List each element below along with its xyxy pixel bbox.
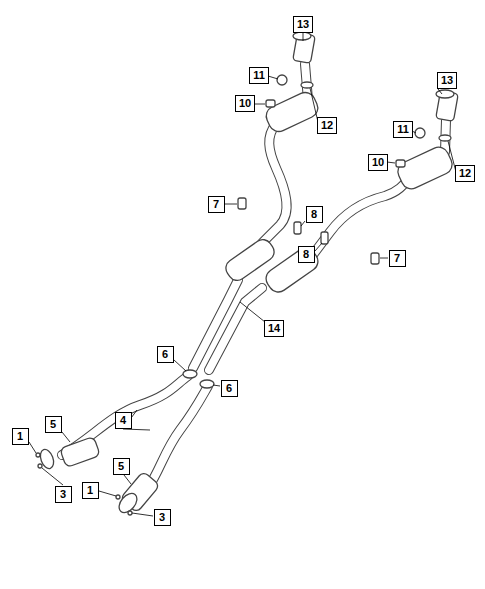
callout-number: 5: [113, 458, 130, 475]
callout-number: 7: [208, 196, 225, 213]
callout-number: 1: [12, 428, 29, 445]
callout-number: 10: [368, 154, 388, 171]
callout-number: 12: [455, 165, 475, 182]
callout-number: 8: [306, 206, 323, 223]
callout-number: 13: [437, 72, 457, 89]
callout-number: 1: [82, 482, 99, 499]
callout-number: 11: [249, 67, 269, 84]
callout-number: 8: [298, 246, 315, 263]
callout-number: 12: [317, 117, 337, 134]
callout-number: 5: [45, 416, 62, 433]
callout-number: 13: [293, 16, 313, 33]
callout-number: 4: [115, 412, 132, 429]
callout-number: 6: [157, 346, 174, 363]
callout-number: 3: [154, 509, 171, 526]
callout-number: 10: [235, 95, 255, 112]
callout-number: 7: [389, 250, 406, 267]
callout-number: 11: [393, 121, 413, 138]
callout-number: 14: [264, 320, 284, 337]
callout-number: 3: [55, 486, 72, 503]
callout-number: 6: [221, 380, 238, 397]
